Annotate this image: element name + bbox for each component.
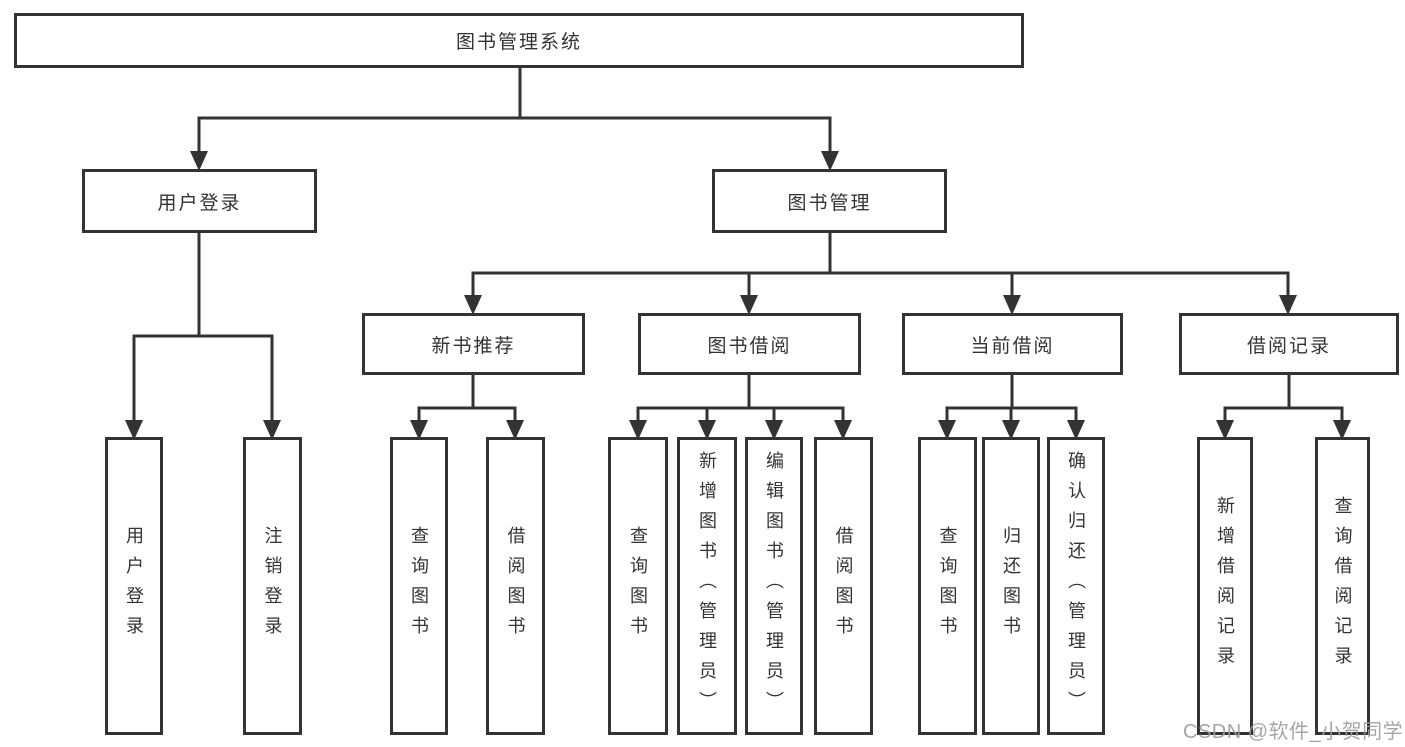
leaf-user-login: 用户登录 (105, 437, 163, 735)
connector-book-management-to-level3 (464, 229, 1297, 315)
connector-borrow-records-to-leaves (1216, 372, 1351, 440)
connector-book-borrow-to-leaves (629, 372, 852, 440)
leaf-query-books-current: 查询图书 (918, 437, 977, 735)
node-book-borrow: 图书借阅 (638, 313, 861, 375)
leaf-logout-login: 注销登录 (243, 437, 302, 735)
leaf-borrow-books-recommend: 借阅图书 (486, 437, 545, 735)
connector-current-borrow-to-leaves (938, 372, 1085, 440)
leaf-edit-book-admin: 编辑图书（管理员） (745, 437, 803, 735)
csdn-watermark: CSDN @软件_小贺同学 (1183, 721, 1404, 743)
connector-new-book-recommend-to-leaves (410, 372, 524, 440)
node-new-book-recommend: 新书推荐 (362, 313, 585, 375)
leaf-query-books-borrow: 查询图书 (608, 437, 668, 735)
leaf-query-borrow-record: 查询借阅记录 (1315, 437, 1370, 735)
node-borrow-records: 借阅记录 (1179, 313, 1399, 375)
node-user-login: 用户登录 (82, 169, 317, 233)
node-library-management-system: 图书管理系统 (14, 13, 1024, 68)
leaf-return-book: 归还图书 (982, 437, 1040, 735)
node-book-management: 图书管理 (712, 169, 947, 233)
connector-user-login-to-leaves (125, 229, 281, 440)
leaf-add-book-admin: 新增图书（管理员） (677, 437, 737, 735)
node-current-borrow: 当前借阅 (902, 313, 1123, 375)
leaf-confirm-return-admin: 确认归还（管理员） (1047, 437, 1105, 735)
connector-root-to-level2 (190, 64, 839, 171)
leaf-borrow-books-borrow: 借阅图书 (814, 437, 873, 735)
leaf-add-borrow-record: 新增借阅记录 (1197, 437, 1253, 735)
leaf-query-books-recommend: 查询图书 (390, 437, 448, 735)
